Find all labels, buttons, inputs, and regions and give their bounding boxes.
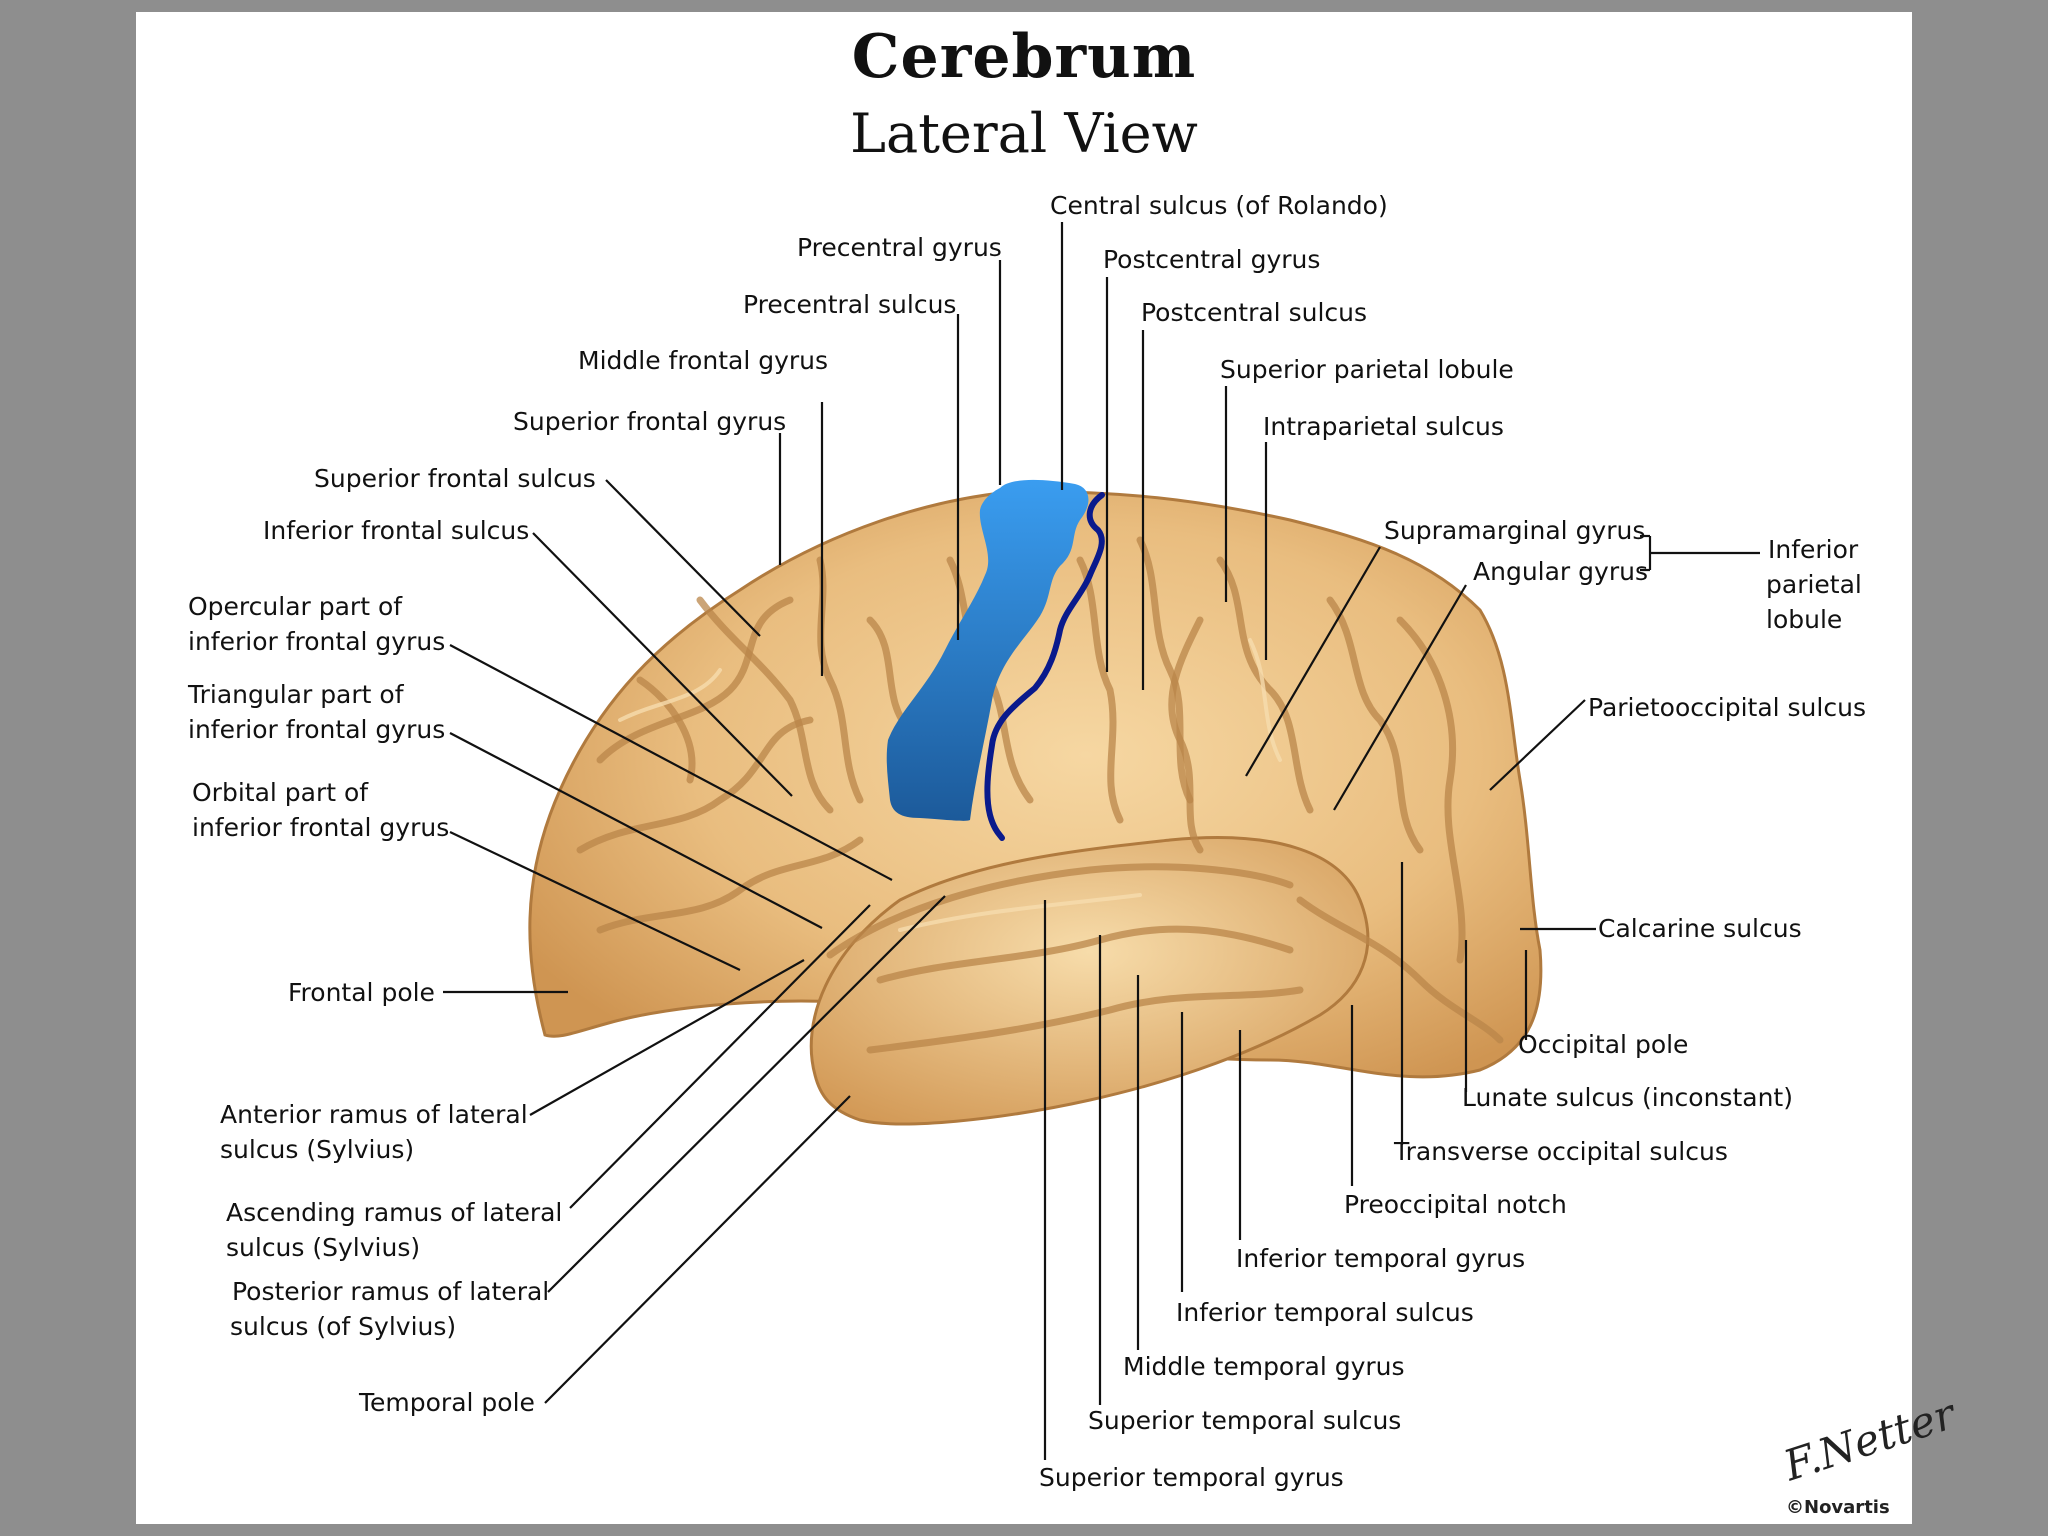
signature-text: F.Netter — [1777, 1388, 1963, 1490]
label-superior-parietal-lobule: Superior parietal lobule — [1220, 355, 1514, 384]
leader-line — [1333, 584, 1467, 811]
label-postcentral-gyrus: Postcentral gyrus — [1103, 245, 1320, 274]
temporal-lobe — [809, 836, 1370, 1126]
labels: Central sulcus (of Rolando) Precentral g… — [187, 191, 1866, 1492]
label-inferior-parietal-lobule-line2: parietal — [1766, 570, 1862, 599]
page-title: Cerebrum — [851, 22, 1197, 92]
label-ascending-ramus-line1: Ascending ramus of lateral — [226, 1198, 562, 1227]
label-triangular-line2: inferior frontal gyrus — [188, 715, 445, 744]
label-precentral-gyrus: Precentral gyrus — [797, 233, 1002, 262]
gyral-highlight — [618, 668, 722, 722]
label-transverse-occipital-sulcus: Transverse occipital sulcus — [1393, 1137, 1728, 1166]
leader-line — [449, 644, 893, 881]
gyral-fold — [636, 676, 696, 784]
label-supramarginal-gyrus: Supramarginal gyrus — [1384, 516, 1645, 545]
label-superior-frontal-sulcus: Superior frontal sulcus — [314, 464, 596, 493]
leader-line — [1489, 699, 1586, 791]
leader-line — [1245, 546, 1381, 777]
leader-line — [547, 895, 946, 1293]
label-superior-frontal-gyrus: Superior frontal gyrus — [513, 407, 786, 436]
label-opercular-line2: inferior frontal gyrus — [188, 627, 445, 656]
copyright-text: ©Novartis — [1786, 1497, 1890, 1518]
leader-line — [544, 1095, 851, 1404]
label-inferior-temporal-sulcus: Inferior temporal sulcus — [1176, 1298, 1474, 1327]
label-occipital-pole: Occipital pole — [1518, 1030, 1688, 1059]
label-orbital-line2: inferior frontal gyrus — [192, 813, 449, 842]
label-temporal-pole: Temporal pole — [358, 1388, 535, 1417]
label-middle-frontal-gyrus: Middle frontal gyrus — [578, 346, 828, 375]
gyral-fold — [596, 836, 864, 934]
label-preoccipital-notch: Preoccipital notch — [1344, 1190, 1567, 1219]
artist-signature: F.Netter ©Novartis — [1777, 1388, 1963, 1518]
label-inferior-parietal-lobule-line1: Inferior — [1768, 535, 1859, 564]
gyral-fold — [866, 986, 1304, 1054]
leader-line — [529, 959, 805, 1116]
label-ascending-ramus-line2: sulcus (Sylvius) — [226, 1233, 420, 1262]
label-anterior-ramus-line1: Anterior ramus of lateral — [220, 1100, 528, 1129]
label-postcentral-sulcus: Postcentral sulcus — [1141, 298, 1367, 327]
leader-lines — [443, 222, 1760, 1460]
gyral-fold — [1326, 596, 1424, 854]
gyral-fold — [1296, 896, 1504, 1044]
label-parietooccipital-sulcus: Parietooccipital sulcus — [1588, 693, 1866, 722]
precentral-gyrus-highlight — [886, 479, 1089, 821]
gyral-fold — [1076, 556, 1124, 824]
label-posterior-ramus-line1: Posterior ramus of lateral — [232, 1277, 549, 1306]
gyral-fold — [596, 596, 794, 764]
central-sulcus-line — [984, 492, 1105, 841]
leader-line — [605, 479, 761, 637]
label-calcarine-sulcus: Calcarine sulcus — [1598, 914, 1802, 943]
leader-line — [532, 532, 793, 797]
gyral-fold — [1136, 536, 1194, 804]
cerebrum-illustration — [528, 490, 1543, 1126]
label-inferior-parietal-lobule-line3: lobule — [1766, 605, 1842, 634]
label-opercular-line1: Opercular part of — [188, 592, 403, 621]
label-intraparietal-sulcus: Intraparietal sulcus — [1263, 412, 1504, 441]
gyral-highlight — [898, 893, 1142, 932]
gyral-fold — [696, 596, 834, 814]
gyral-highlight — [1248, 638, 1282, 762]
gyral-fold — [576, 716, 814, 854]
label-inferior-temporal-gyrus: Inferior temporal gyrus — [1236, 1244, 1525, 1273]
label-frontal-pole: Frontal pole — [288, 978, 435, 1007]
label-posterior-ramus-line2: sulcus (of Sylvius) — [230, 1312, 456, 1341]
label-central-sulcus: Central sulcus (of Rolando) — [1050, 191, 1388, 220]
label-triangular-line1: Triangular part of — [187, 680, 405, 709]
lateral-sulcus — [826, 863, 1294, 959]
label-inferior-frontal-sulcus: Inferior frontal sulcus — [263, 516, 529, 545]
label-middle-temporal-gyrus: Middle temporal gyrus — [1123, 1352, 1405, 1381]
gyral-fold — [1216, 556, 1314, 814]
label-anterior-ramus-line2: sulcus (Sylvius) — [220, 1135, 414, 1164]
label-lunate-sulcus: Lunate sulcus (inconstant) — [1462, 1083, 1793, 1112]
leader-line — [449, 831, 741, 971]
label-superior-temporal-sulcus: Superior temporal sulcus — [1088, 1406, 1401, 1435]
label-angular-gyrus: Angular gyrus — [1473, 557, 1648, 586]
label-precentral-sulcus: Precentral sulcus — [743, 290, 956, 319]
label-superior-temporal-gyrus: Superior temporal gyrus — [1039, 1463, 1344, 1492]
label-orbital-line1: Orbital part of — [192, 778, 369, 807]
page-subtitle: Lateral View — [850, 102, 1198, 165]
gyral-fold — [1168, 616, 1204, 854]
leader-line — [449, 732, 823, 929]
gyral-fold — [1396, 616, 1466, 964]
leader-line — [569, 904, 871, 1209]
